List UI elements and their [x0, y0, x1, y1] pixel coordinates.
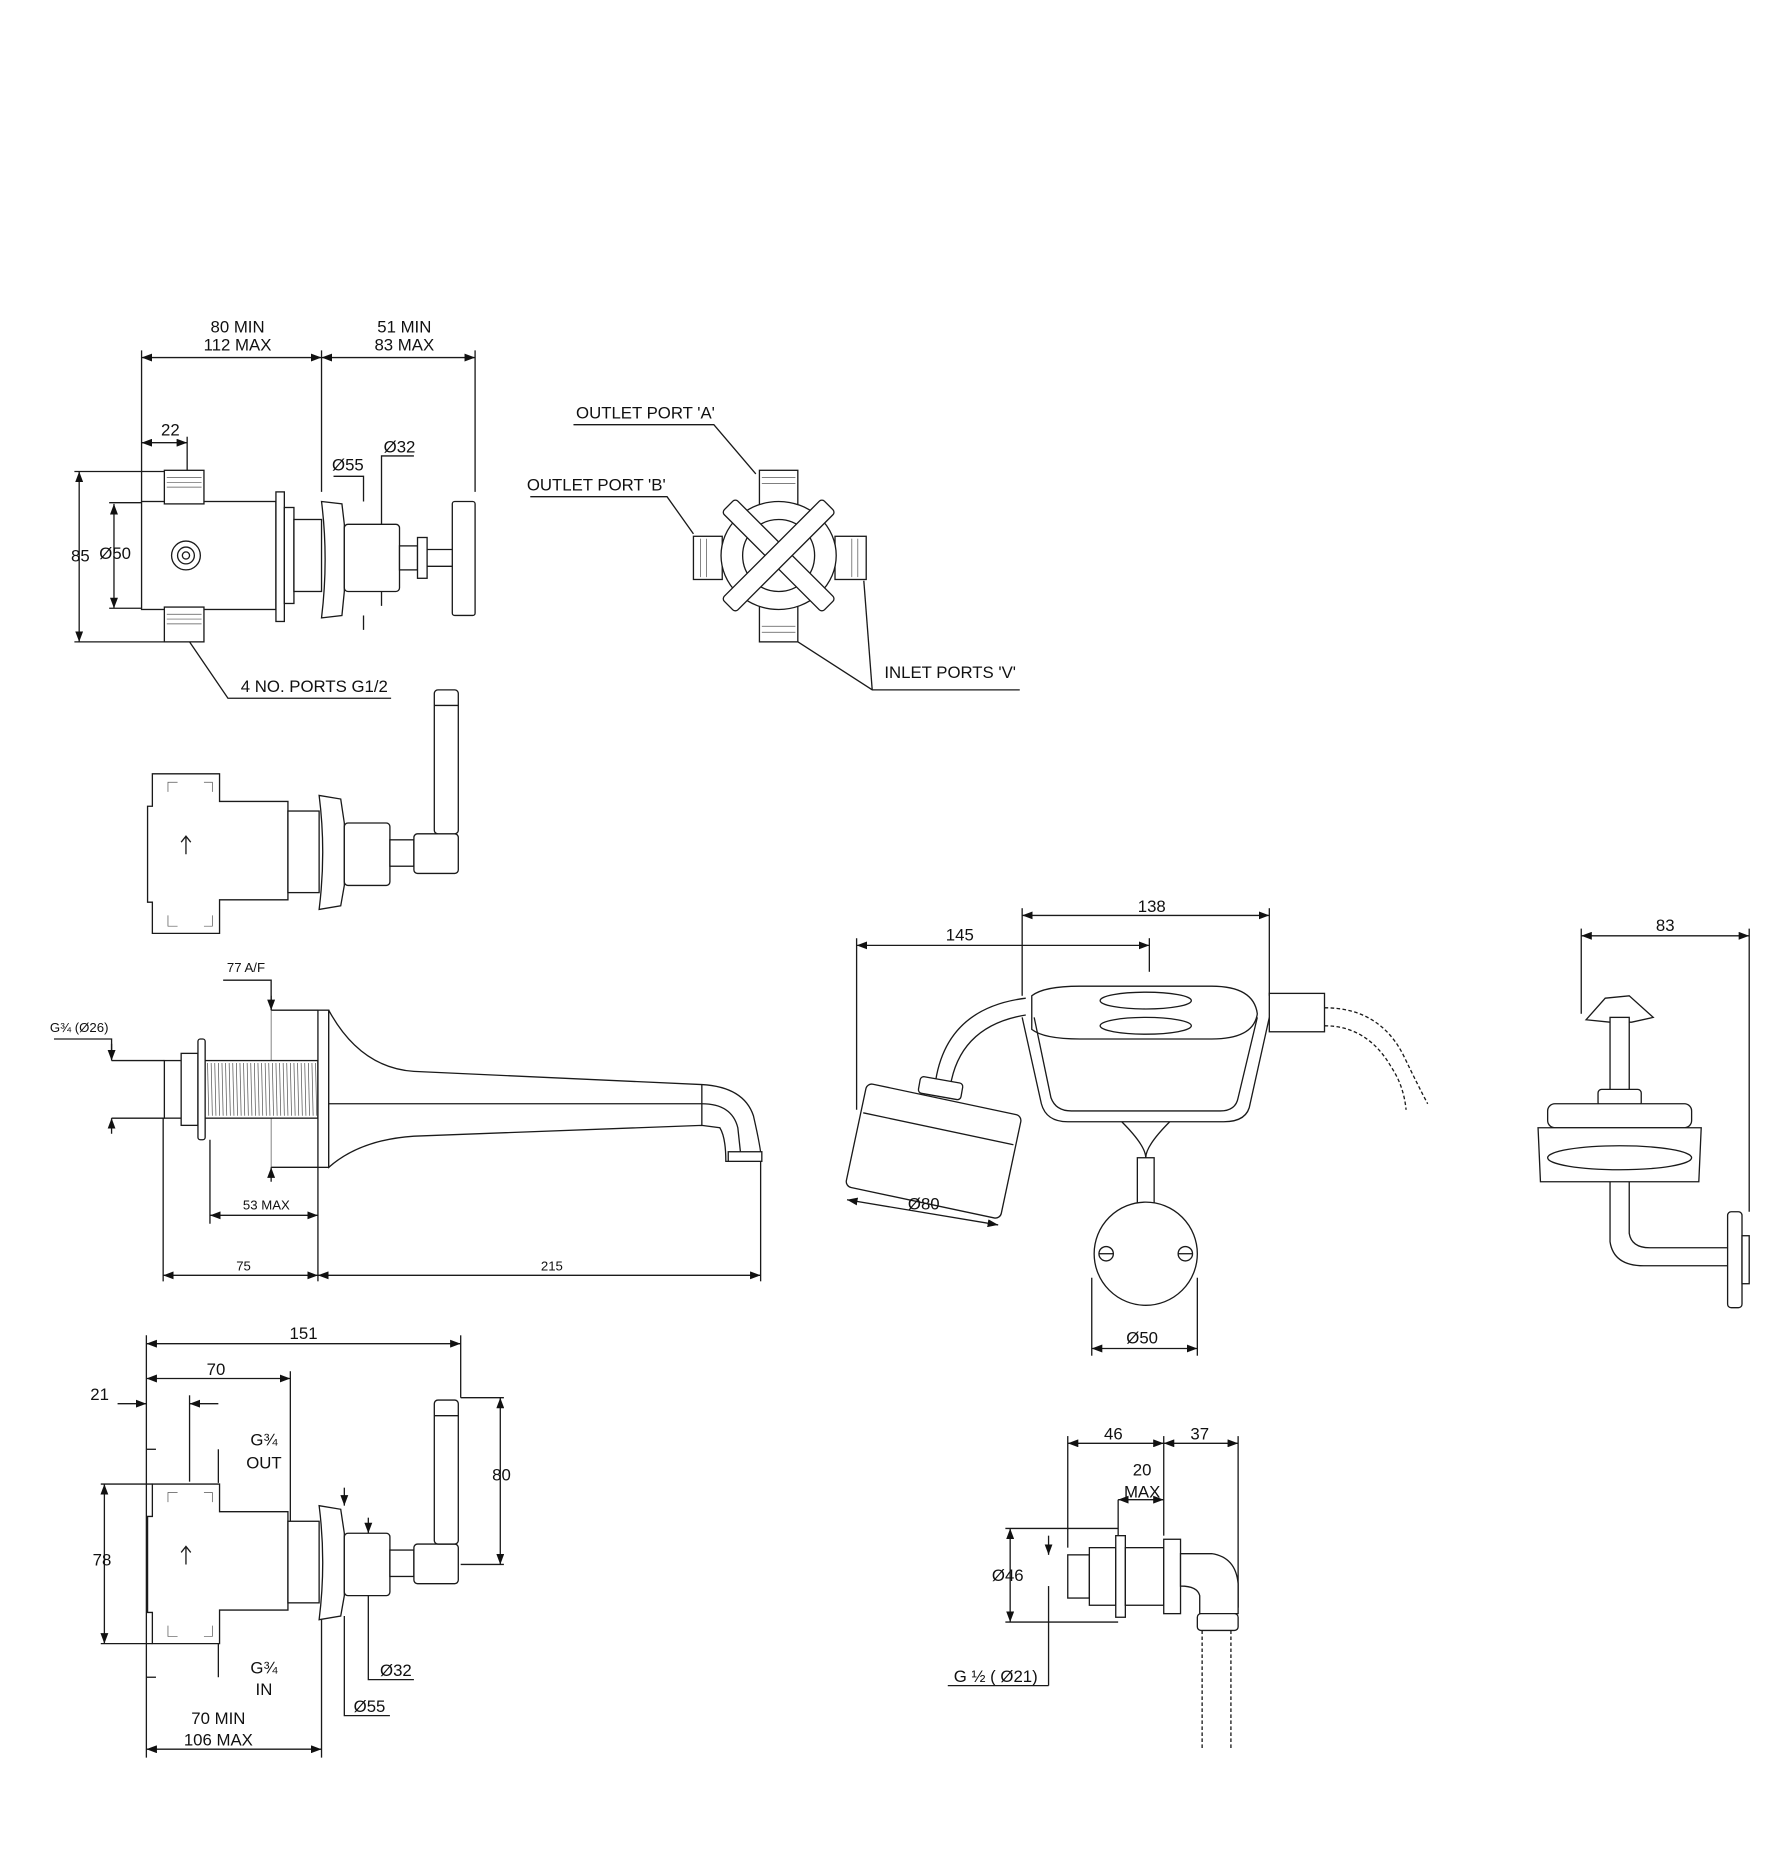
dim-handle-max: 83 MAX [374, 335, 434, 354]
outlet-thread: G ½ ( Ø21) [954, 1667, 1038, 1686]
dim-width-max: 112 MAX [204, 335, 272, 354]
spout-dim-shank: 75 [236, 1259, 251, 1274]
spout-view: 77 A/F G¾ (Ø26) 53 MAX 75 215 [50, 960, 763, 1282]
lever-out-label: OUT [246, 1453, 281, 1472]
lever-dim-overall: 151 [290, 1324, 318, 1343]
dim-handle-min: 51 MIN [377, 317, 431, 336]
dim-height: 85 [71, 546, 90, 565]
valve-cross-handle-view: OUTLET PORT 'A' OUTLET PORT 'B' INLET PO… [527, 404, 1020, 691]
hand-shower-view: 145 138 Ø80 Ø50 [845, 897, 1429, 1356]
outlet-dim-dia: Ø46 [992, 1566, 1024, 1585]
lever-in-label: IN [256, 1680, 273, 1699]
lever-valve-side-view [146, 689, 459, 935]
spout-thread: G¾ (Ø26) [50, 1020, 109, 1035]
dim-body-dia: Ø50 [99, 544, 131, 563]
lever-dim-lever: 80 [492, 1465, 511, 1484]
lever-dim-port: 21 [90, 1385, 109, 1404]
lever-out-thread: G¾ [250, 1431, 278, 1450]
inlet-ports-label: INLET PORTS 'V' [884, 663, 1016, 682]
outlet-dim-body: 46 [1104, 1425, 1123, 1444]
shower-side-dim-depth: 83 [1656, 916, 1675, 935]
dim-body: Ø32 [384, 437, 416, 456]
lever-dim-height: 78 [93, 1551, 112, 1570]
valve-front-view: 80 MIN 112 MAX 51 MIN 83 MAX 22 85 Ø50 Ø… [71, 317, 476, 699]
shower-dim-handle: 138 [1138, 897, 1166, 916]
ports-note: 4 NO. PORTS G1/2 [241, 677, 388, 696]
shower-dim-overall: 145 [946, 926, 974, 945]
lever-valve-dimensioned-view: 151 70 21 G¾ OUT 78 80 G¾ IN Ø32 Ø55 [90, 1324, 511, 1758]
shower-dim-head: Ø80 [908, 1194, 940, 1213]
lever-dim-body: 70 [207, 1360, 226, 1379]
dim-width-min: 80 MIN [210, 317, 264, 336]
shower-dim-wall-plate: Ø50 [1126, 1329, 1158, 1348]
outlet-port-a-label: OUTLET PORT 'A' [576, 404, 715, 423]
dim-port-offset: 22 [161, 421, 180, 440]
spout-dim-projection: 215 [541, 1259, 563, 1274]
lever-in-thread: G¾ [250, 1659, 278, 1678]
outlet-dim-elbow: 37 [1190, 1425, 1209, 1444]
outlet-dim-max-label: MAX [1124, 1482, 1160, 1501]
lever-dim-max: 106 MAX [184, 1731, 253, 1750]
lever-dim-min: 70 MIN [191, 1709, 245, 1728]
lever-dim-escutcheon: Ø55 [354, 1697, 386, 1716]
dim-escutcheon: Ø55 [332, 455, 364, 474]
lever-dim-body-dia: Ø32 [380, 1661, 412, 1680]
shower-side-view: 83 [1537, 916, 1750, 1309]
spout-dim-max: 53 MAX [243, 1197, 290, 1212]
wall-outlet-view: 46 37 20 MAX Ø46 G ½ ( Ø21) [947, 1425, 1239, 1750]
outlet-dim-max-value: 20 [1133, 1461, 1152, 1480]
outlet-port-b-label: OUTLET PORT 'B' [527, 476, 666, 495]
spout-across-flats: 77 A/F [227, 960, 265, 975]
